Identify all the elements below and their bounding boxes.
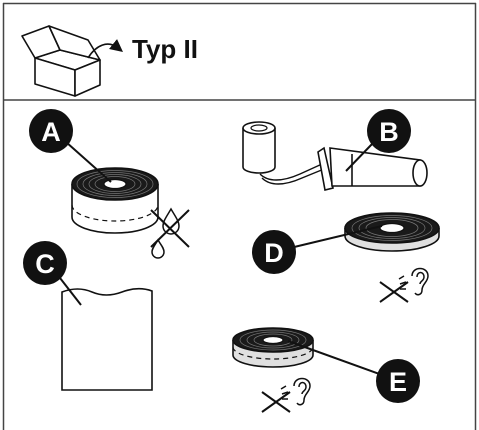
badge-d-label: D [264, 238, 284, 268]
badge-c: C [23, 241, 67, 285]
tape-applicator-icon [242, 121, 428, 191]
sheet-icon [61, 287, 153, 391]
no-water-icon [150, 207, 190, 259]
wide-tape-roll-icon [232, 327, 314, 368]
no-hearing-icon [379, 267, 429, 303]
badge-b: B [367, 109, 411, 153]
badge-a: A [29, 109, 73, 153]
badge-e-label: E [389, 367, 407, 397]
callout-line-c [59, 277, 82, 306]
callout-line-d [289, 225, 383, 249]
page-title: Typ II [132, 34, 198, 64]
callout-line-a [65, 141, 112, 183]
no-hearing-icon [261, 377, 311, 413]
thin-tape-roll-icon [344, 212, 440, 252]
badge-e: E [376, 359, 420, 403]
badge-d: D [252, 230, 296, 274]
callout-line-e [287, 340, 386, 377]
wound-tape-roll-icon [71, 167, 159, 234]
callout-line-b [345, 142, 374, 172]
open-box-icon [21, 25, 124, 97]
badge-a-label: A [41, 117, 61, 147]
badge-c-label: C [35, 249, 55, 279]
badge-b-label: B [379, 117, 399, 147]
